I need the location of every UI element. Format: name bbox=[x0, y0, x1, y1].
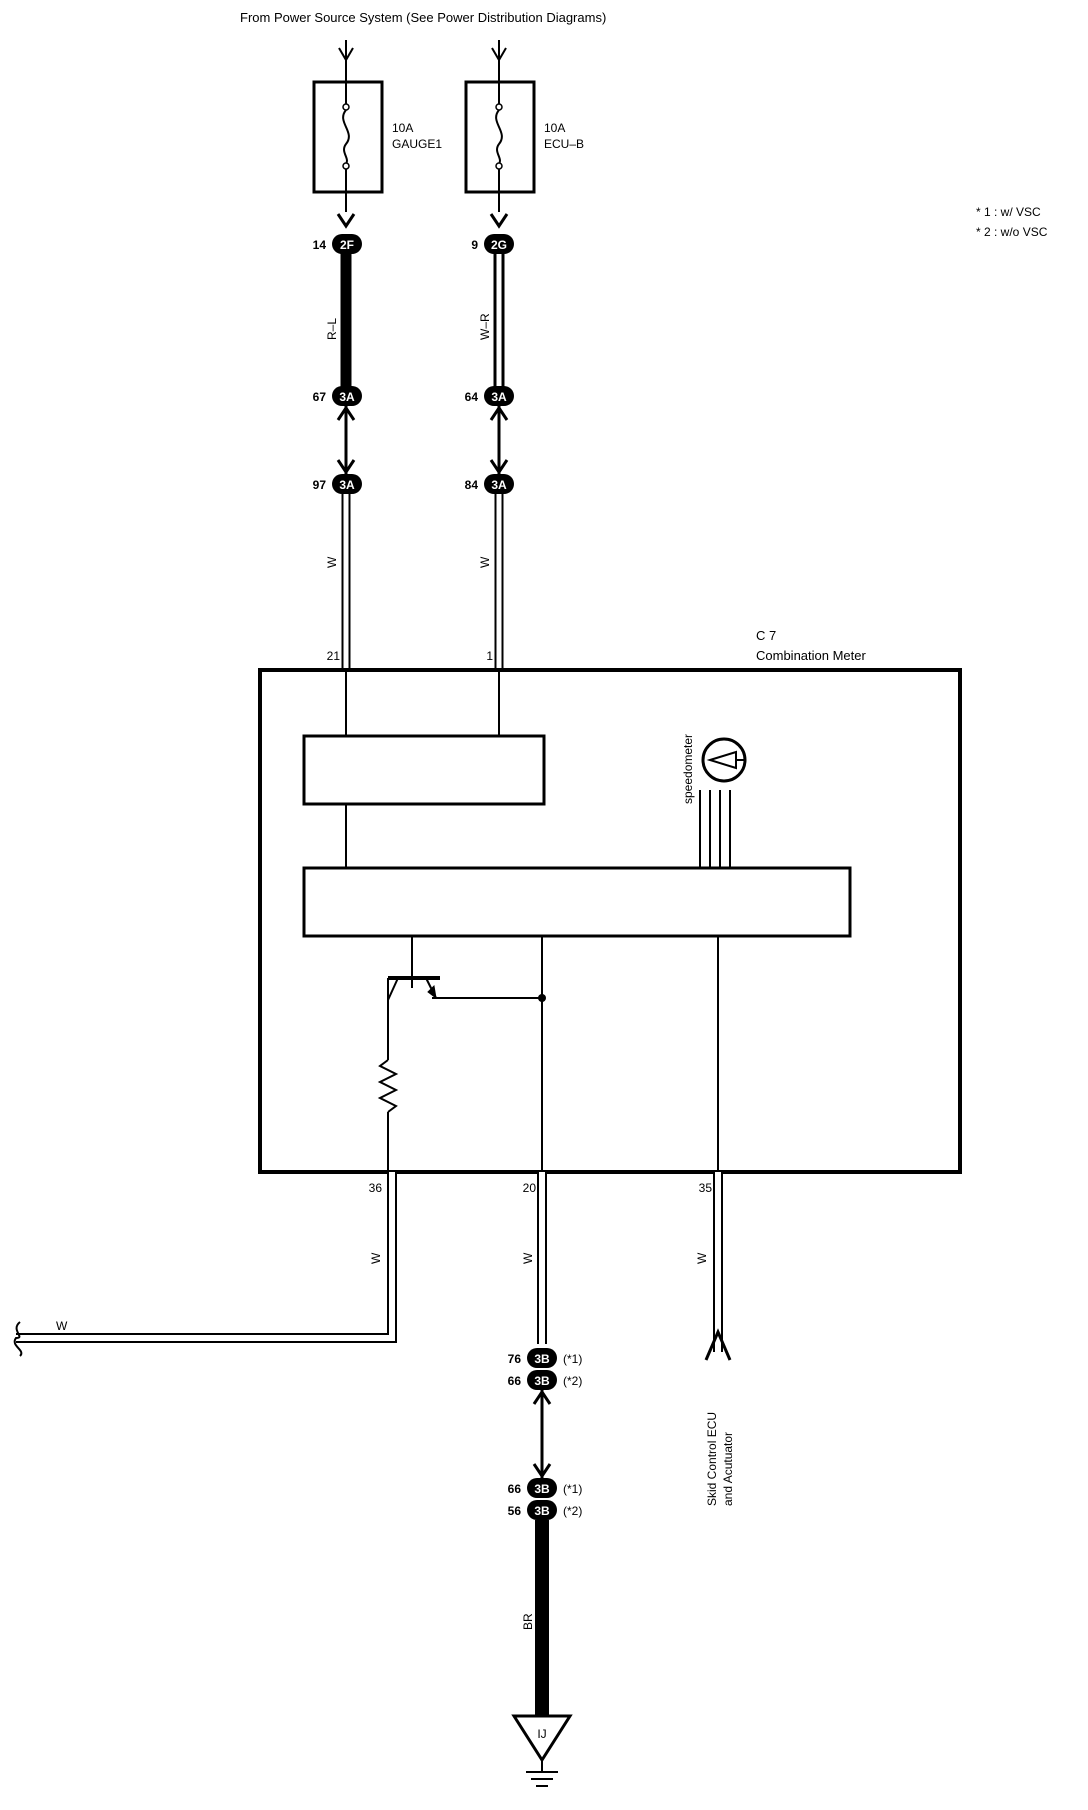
fuse-ecu-b-amp: 10A bbox=[544, 121, 565, 135]
connector-3b-76-pin: 76 bbox=[508, 1352, 522, 1366]
meter-pin-21: 21 bbox=[327, 649, 341, 663]
wire-pin20-label: W bbox=[521, 1252, 535, 1264]
connector-3b-66-upper-pin: 66 bbox=[508, 1374, 522, 1388]
connector-3a-64-pin: 64 bbox=[465, 390, 479, 404]
source-arrow-left bbox=[338, 40, 354, 82]
continuation-mark bbox=[13, 1321, 23, 1357]
meter-lower-block bbox=[302, 866, 852, 938]
connector-3a-67-pin: 67 bbox=[313, 390, 327, 404]
ecu-label-line2: and Acutuator bbox=[721, 1432, 735, 1506]
wire-r-l-label: R–L bbox=[325, 318, 339, 340]
legend-note-2: * 2 : w/o VSC bbox=[976, 225, 1048, 239]
meter-code: C 7 bbox=[756, 628, 776, 643]
connector-3a-64: 3A bbox=[484, 386, 514, 406]
wire-w-right-label: W bbox=[478, 556, 492, 568]
svg-text:3A: 3A bbox=[491, 478, 507, 492]
meter-pin-35: 35 bbox=[699, 1181, 713, 1195]
source-arrow-right bbox=[491, 40, 507, 82]
combination-meter-box bbox=[258, 668, 962, 1174]
fuse-ecu-b bbox=[464, 80, 536, 194]
svg-text:3B: 3B bbox=[534, 1352, 550, 1366]
svg-text:3B: 3B bbox=[534, 1374, 550, 1388]
mating-arrows-3b bbox=[532, 1389, 552, 1479]
svg-text:3A: 3A bbox=[491, 390, 507, 404]
mating-arrows-left bbox=[336, 405, 356, 475]
meter-pin-20: 20 bbox=[523, 1181, 537, 1195]
ecu-arrow bbox=[704, 1328, 732, 1361]
fuse-gauge1-amp: 10A bbox=[392, 121, 413, 135]
meter-pin-1: 1 bbox=[486, 649, 493, 663]
connector-2g-pin: 9 bbox=[471, 238, 478, 252]
connector-3b-66-lower-note: (*1) bbox=[563, 1482, 582, 1496]
mating-arrows-right bbox=[489, 405, 509, 475]
connector-3a-84-pin: 84 bbox=[465, 478, 479, 492]
fuse-ecu-b-name: ECU–B bbox=[544, 137, 584, 151]
connector-3a-97-pin: 97 bbox=[313, 478, 327, 492]
connector-2f: 2F bbox=[332, 234, 362, 254]
connector-3b-56-pin: 56 bbox=[508, 1504, 522, 1518]
svg-text:3B: 3B bbox=[534, 1482, 550, 1496]
junction-dot bbox=[538, 994, 546, 1002]
fuse-gauge1 bbox=[312, 80, 384, 194]
legend-note-1: * 1 : w/ VSC bbox=[976, 205, 1041, 219]
arrow-gauge-down bbox=[336, 213, 356, 229]
svg-text:2G: 2G bbox=[491, 238, 507, 252]
svg-text:2F: 2F bbox=[340, 238, 354, 252]
ground-code: IJ bbox=[537, 1727, 546, 1741]
wire-w-r-label: W–R bbox=[478, 313, 492, 340]
connector-3a-84: 3A bbox=[484, 474, 514, 494]
speedometer-icon bbox=[701, 737, 747, 783]
ecu-label-line1: Skid Control ECU bbox=[705, 1412, 719, 1506]
wire-br-label: BR bbox=[521, 1613, 535, 1630]
connector-3b-66-upper-note: (*2) bbox=[563, 1374, 582, 1388]
connector-3b-56: 3B bbox=[527, 1500, 557, 1520]
svg-text:3A: 3A bbox=[339, 478, 355, 492]
wire-pin35-label: W bbox=[695, 1252, 709, 1264]
wire-pin36-label: W bbox=[369, 1252, 383, 1264]
resistor-icon bbox=[377, 1059, 399, 1113]
meter-name: Combination Meter bbox=[756, 648, 866, 663]
connector-3b-66-lower: 3B bbox=[527, 1478, 557, 1498]
wire-w-left-label: W bbox=[325, 556, 339, 568]
meter-internal-wiring bbox=[345, 670, 731, 1172]
connector-2g: 2G bbox=[484, 234, 514, 254]
speedometer-label: speedometer bbox=[681, 734, 695, 804]
svg-text:3A: 3A bbox=[339, 390, 355, 404]
connector-2f-pin: 14 bbox=[313, 238, 327, 252]
meter-pin-36: 36 bbox=[369, 1181, 383, 1195]
connector-3b-76-note: (*1) bbox=[563, 1352, 582, 1366]
transistor-icon bbox=[387, 936, 440, 1060]
power-source-note: From Power Source System (See Power Dist… bbox=[240, 10, 606, 25]
connector-3a-97: 3A bbox=[332, 474, 362, 494]
fuse-gauge1-name: GAUGE1 bbox=[392, 137, 442, 151]
connector-3b-76: 3B bbox=[527, 1348, 557, 1368]
wire-left-label: W bbox=[56, 1319, 68, 1333]
arrow-ecub-down bbox=[489, 213, 509, 229]
connector-3a-67: 3A bbox=[332, 386, 362, 406]
ground-icon bbox=[511, 1714, 573, 1787]
svg-text:3B: 3B bbox=[534, 1504, 550, 1518]
connector-3b-66-lower-pin: 66 bbox=[508, 1482, 522, 1496]
connector-3b-66-upper: 3B bbox=[527, 1370, 557, 1390]
wire-pin36 bbox=[16, 1172, 397, 1343]
connector-3b-56-note: (*2) bbox=[563, 1504, 582, 1518]
meter-upper-block bbox=[302, 734, 546, 806]
